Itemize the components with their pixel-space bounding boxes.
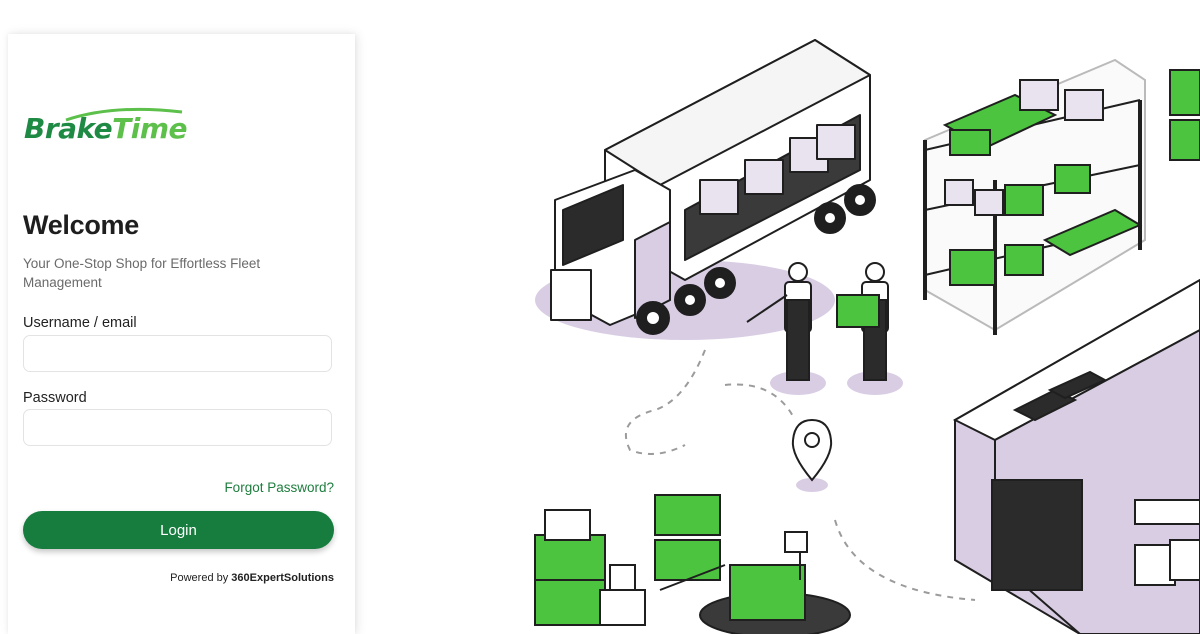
powered-by-text: Powered by 360ExpertSolutions <box>170 572 334 584</box>
username-label: Username / email <box>23 315 137 331</box>
page-title: Welcome <box>23 210 139 240</box>
powered-by-company: 360ExpertSolutions <box>231 572 334 584</box>
warehouse-worker-icon <box>746 262 903 395</box>
pallet-jack-icon <box>534 494 851 634</box>
username-input[interactable] <box>23 335 332 372</box>
brand-logo: BrakeTime <box>24 107 224 152</box>
password-input[interactable] <box>23 409 332 446</box>
route-path-icon <box>625 349 976 601</box>
warehouse-shelf-icon <box>923 58 1200 335</box>
page-subtitle: Your One-Stop Shop for Effortless Fleet … <box>23 256 261 290</box>
brand-name-part2: Time <box>112 112 188 145</box>
brand-name-part1: Brake <box>24 112 113 145</box>
logo-swoosh-icon <box>65 107 183 122</box>
password-label: Password <box>23 390 87 406</box>
powered-by-prefix: Powered by <box>170 572 229 584</box>
logistics-illustration <box>534 39 1200 634</box>
location-pin-icon <box>791 418 833 492</box>
warehouse-building-icon <box>952 278 1200 634</box>
login-button[interactable]: Login <box>23 511 334 549</box>
forgot-password-link[interactable]: Forgot Password? <box>224 480 334 495</box>
login-panel: BrakeTime Welcome Your One-Stop Shop for… <box>8 34 355 634</box>
delivery-truck-icon <box>535 39 876 340</box>
